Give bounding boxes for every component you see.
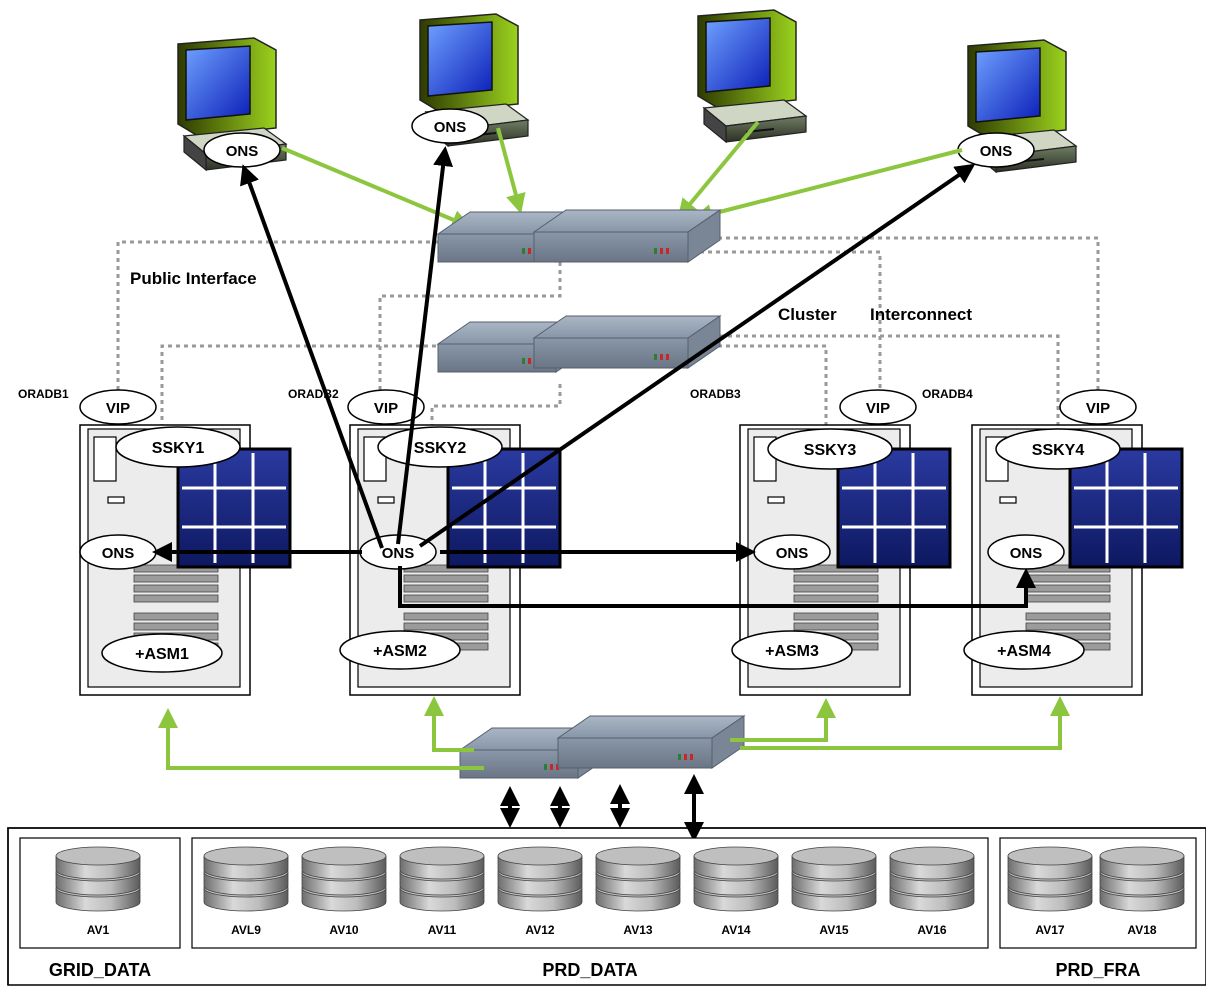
storage-switch-b	[556, 715, 746, 769]
network-switches	[436, 209, 746, 779]
disk-volume: AV15	[791, 846, 877, 937]
interconnect-switch-b	[532, 315, 722, 369]
public-interface-label: Public Interface	[130, 269, 257, 288]
instance-badge-label: SSKY4	[1032, 442, 1085, 459]
instance-badge: SSKY2	[377, 426, 503, 468]
node-ons-badge: ONS	[79, 534, 157, 570]
asm-badge-label: +ASM1	[135, 646, 189, 663]
disk-group-label: GRID_DATA	[49, 960, 151, 980]
disk-label: AV14	[721, 923, 750, 937]
instance-badge: SSKY4	[995, 428, 1121, 470]
client-ons-badge: ONS	[411, 108, 489, 144]
asm-badge: +ASM3	[731, 630, 853, 670]
vip-badge-label: VIP	[1086, 400, 1110, 417]
client-ons-badge: ONS	[957, 132, 1035, 168]
vip-badge-label: VIP	[374, 400, 398, 417]
cluster-interconnect-links	[160, 334, 1060, 428]
asm-badge: +ASM1	[101, 633, 223, 673]
asm-badge: +ASM2	[339, 630, 461, 670]
disk-volume: AV10	[301, 846, 387, 937]
disk-label: AV12	[525, 923, 554, 937]
disk-volume: AV13	[595, 846, 681, 937]
client-workstation: ONS	[177, 37, 288, 172]
disk-volume: AV1	[55, 846, 141, 937]
vip-badge: VIP	[347, 389, 425, 425]
client-ons-label: ONS	[980, 143, 1013, 160]
disk-label: AVL9	[231, 923, 261, 937]
vip-badge: VIP	[839, 389, 917, 425]
disk-group-label: PRD_DATA	[542, 960, 637, 980]
public-interface-links	[116, 236, 1100, 392]
disk-label: AV18	[1127, 923, 1156, 937]
node-hostname: ORADB1	[18, 387, 69, 401]
node-ons-badge-label: ONS	[382, 545, 415, 562]
instance-badge: SSKY3	[767, 428, 893, 470]
disk-volume: AV16	[889, 846, 975, 937]
interconnect-label: Interconnect	[870, 305, 972, 324]
node-hostname: ORADB3	[690, 387, 741, 401]
node-ons-badge: ONS	[753, 534, 831, 570]
instance-badge-label: SSKY1	[152, 440, 205, 457]
instance-badge: SSKY1	[115, 426, 241, 468]
node-hostname: ORADB4	[922, 387, 973, 401]
client-ons-label: ONS	[434, 119, 467, 136]
node-ons-badge: ONS	[987, 534, 1065, 570]
disk-label: AV13	[623, 923, 652, 937]
node-ons-badge-label: ONS	[776, 545, 809, 562]
disk-group-label: PRD_FRA	[1055, 960, 1140, 980]
disk-label: AV1	[87, 923, 110, 937]
asm-badge-label: +ASM4	[997, 643, 1051, 660]
disk-volume: AV12	[497, 846, 583, 937]
vip-badge: VIP	[1059, 389, 1137, 425]
public-switch-b	[532, 209, 722, 263]
disk-label: AV10	[329, 923, 358, 937]
disk-volume: AV17	[1007, 846, 1093, 937]
node-hostname: ORADB2	[288, 387, 339, 401]
vip-badge-label: VIP	[106, 400, 130, 417]
storage-io-arrows	[500, 774, 704, 842]
client-ons-badge: ONS	[203, 132, 281, 168]
client-workstation: ONS	[957, 39, 1078, 174]
node-ons-badge-label: ONS	[102, 545, 135, 562]
disk-label: AV16	[917, 923, 946, 937]
cluster-label: Cluster	[778, 305, 837, 324]
client-workstation: ONS	[411, 13, 530, 148]
disk-volume: AV11	[399, 846, 485, 937]
ons-notification-arrows	[152, 146, 1036, 608]
disk-label: AV17	[1035, 923, 1064, 937]
disk-volume: AV14	[693, 846, 779, 937]
client-workstation	[697, 9, 808, 144]
client-ons-label: ONS	[226, 143, 259, 160]
disk-label: AV11	[428, 923, 457, 937]
asm-badge-label: +ASM3	[765, 643, 819, 660]
storage-network-links	[158, 696, 1070, 770]
vip-badge-label: VIP	[866, 400, 890, 417]
disk-volume: AVL9	[203, 846, 289, 937]
node-ons-badge-label: ONS	[1010, 545, 1043, 562]
client-workstations: ONS ONS ONS	[177, 9, 1078, 174]
instance-badge-label: SSKY2	[414, 440, 467, 457]
asm-badge: +ASM4	[963, 630, 1085, 670]
disk-volume: AV18	[1099, 846, 1185, 937]
instance-badge-label: SSKY3	[804, 442, 857, 459]
vip-badge: VIP	[79, 389, 157, 425]
disk-label: AV15	[819, 923, 848, 937]
asm-badge-label: +ASM2	[373, 643, 427, 660]
